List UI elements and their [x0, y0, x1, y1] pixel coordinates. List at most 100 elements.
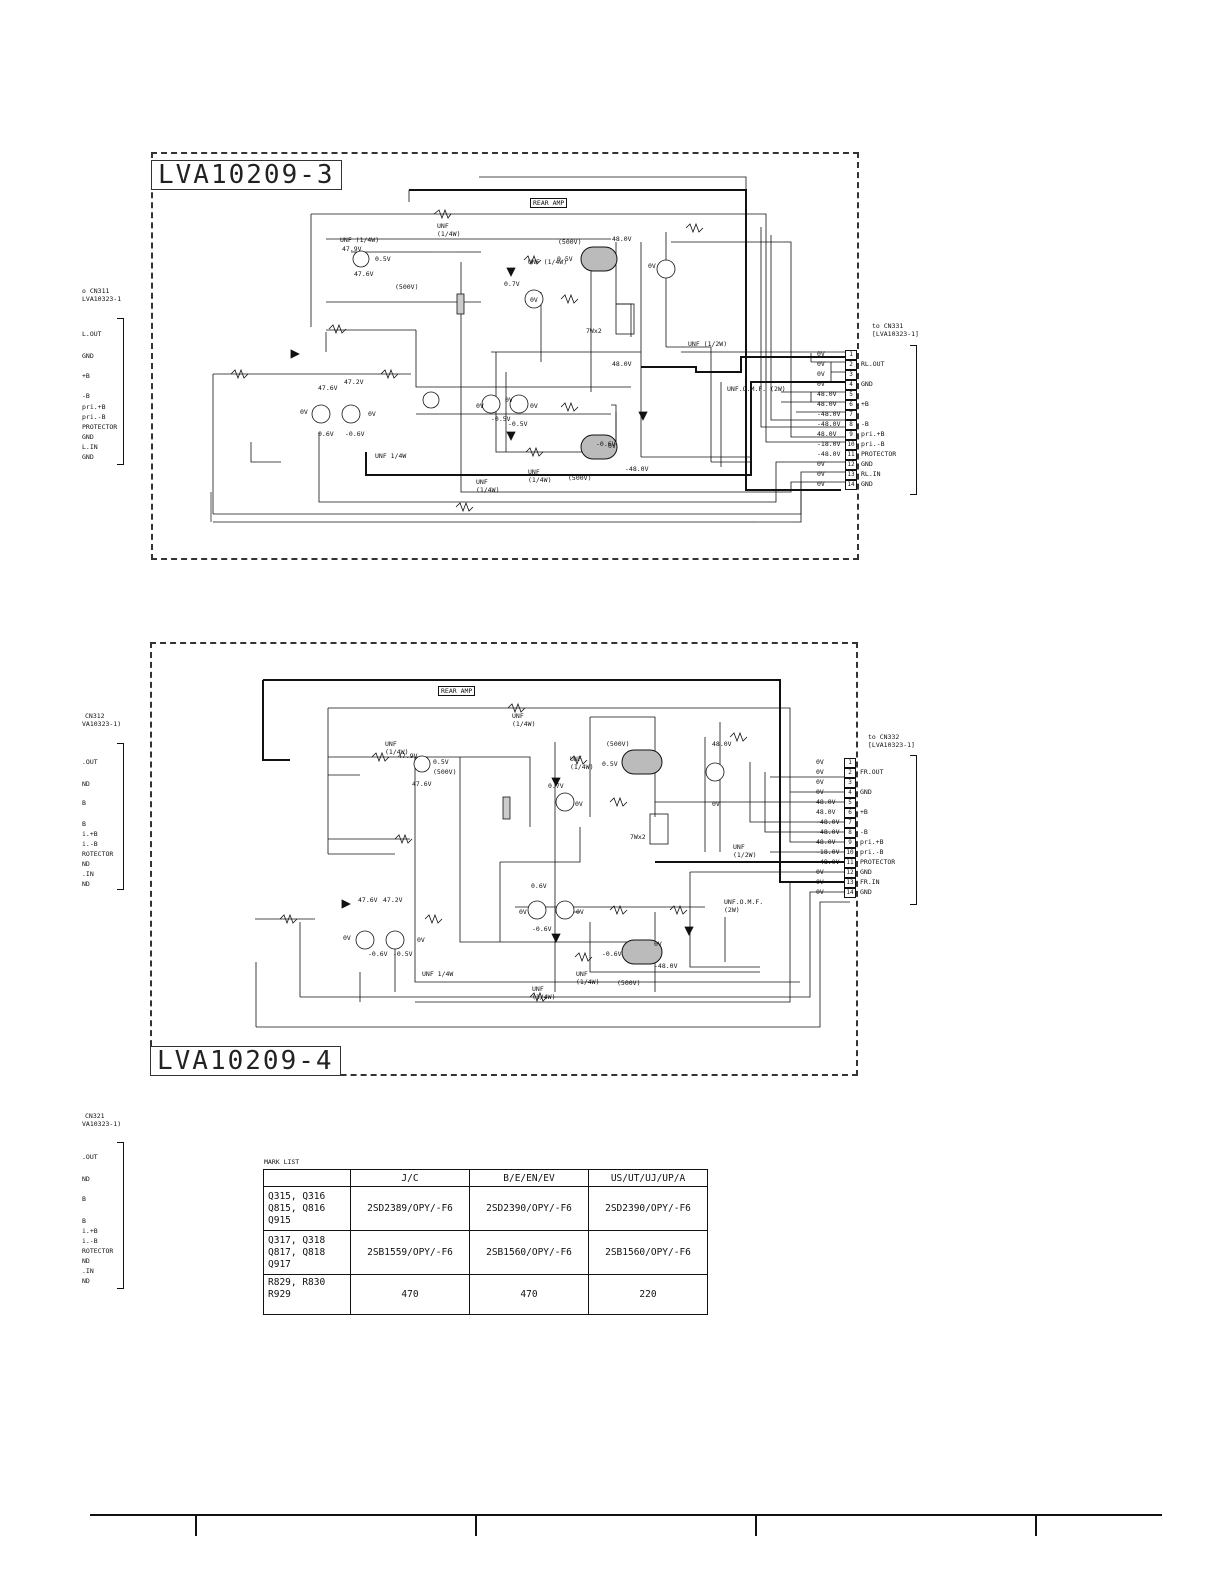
mark-value: 2SD2390/OPY/-F6 [469, 1186, 589, 1231]
top-annotation: (500V) [568, 474, 592, 482]
bottom-left-conn-brace [117, 743, 124, 890]
bottom-right-pin-voltage: 48.0V [816, 798, 836, 806]
bottom-right-pin-name: pri.-B [860, 848, 884, 856]
top-right-pin-name: RL.OUT [861, 360, 885, 368]
top-left-pin: -B [82, 392, 90, 400]
bottom-right-conn-board: [LVA10323-1] [868, 741, 915, 749]
top-right-pin-number: 7 [845, 410, 857, 420]
top-annotation: 7Wx2 [586, 327, 602, 335]
top-right-pin-voltage: -48.0V [817, 450, 841, 458]
top-annotation: 47.6V [318, 384, 338, 392]
mark-value: 2SD2390/OPY/-F6 [588, 1186, 708, 1231]
top-annotation: 0V [530, 402, 538, 410]
top-annotation: UNF 1/4W [375, 452, 407, 460]
third-pin: B [82, 1217, 86, 1225]
mark-parts: Q317, Q318 Q817, Q818 Q917 [263, 1230, 351, 1275]
third-pin: ROTECTOR [82, 1247, 114, 1255]
mark-header: B/E/EN/EV [469, 1169, 589, 1187]
bottom-right-pin-number: 7 [844, 818, 856, 828]
top-annotation: 48.0V [612, 235, 632, 243]
bottom-right-pin-voltage: 0V [816, 768, 824, 776]
top-annotation: 0V [476, 402, 484, 410]
top-annotation: 0V [368, 410, 376, 418]
bottom-right-pin-voltage: -48.0V [816, 858, 840, 866]
board-bottom-title: LVA10209-4 [150, 1046, 341, 1076]
bottom-right-pin-name: -B [860, 828, 868, 836]
top-annotation: 0.5V [557, 255, 573, 263]
top-right-pin-name: pri.-B [861, 440, 885, 448]
bottom-left-pin: ND [82, 860, 90, 868]
top-right-pin-number: 12 [845, 460, 857, 470]
top-annotation: 0.5V [375, 255, 391, 263]
mark-parts: R829, R830 R929 [263, 1274, 351, 1315]
top-right-pin-name: -B [861, 420, 869, 428]
top-right-pin-number: 5 [845, 390, 857, 400]
bottom-annotation: 0V [417, 936, 425, 944]
footer-divider [755, 1514, 757, 1536]
bottom-right-pin-voltage: -48.0V [816, 818, 840, 826]
bottom-left-conn-board: VA10323-1) [82, 720, 122, 728]
third-conn-brace [117, 1142, 124, 1289]
top-annotation: UNF (1/2W) [688, 340, 728, 348]
top-annotation: 0.6V [318, 430, 334, 438]
top-right-pin-voltage: -48.0V [817, 410, 841, 418]
top-right-pin-voltage: 0V [817, 460, 825, 468]
bottom-annotation: 0V [575, 800, 583, 808]
bottom-annotation: UNF 1/4W [422, 970, 454, 978]
top-right-pin-name: RL.IN [861, 470, 881, 478]
bottom-right-conn-brace [910, 755, 917, 905]
top-right-pin-voltage: 48.0V [817, 400, 837, 408]
top-right-pin-name: GND [861, 380, 873, 388]
top-right-pin-number: 4 [845, 380, 857, 390]
bottom-right-pin-number: 9 [844, 838, 856, 848]
table-row: R829, R830 R929 470 470 220 [263, 1274, 708, 1315]
mark-header: J/C [350, 1169, 470, 1187]
top-right-pin-number: 9 [845, 430, 857, 440]
board-top-schematic [210, 176, 851, 523]
top-left-pin: GND [82, 433, 94, 441]
top-annotation: 47.2V [344, 378, 364, 386]
third-pin: .IN [82, 1267, 94, 1275]
third-conn-ref: CN321 [85, 1112, 105, 1120]
third-pin: ND [82, 1257, 90, 1265]
table-row: Q315, Q316 Q815, Q816 Q915 2SD2389/OPY/-… [263, 1186, 708, 1231]
top-left-conn-ref: o CN311 [82, 287, 110, 295]
bottom-left-pin: i.+B [82, 830, 98, 838]
top-left-pin: L.OUT [82, 330, 102, 338]
bottom-right-pin-number: 13 [844, 878, 856, 888]
top-right-pin-number: 3 [845, 370, 857, 380]
top-annotation: 0V [648, 262, 656, 270]
bottom-annotation: 0.5V [433, 758, 449, 766]
bottom-annotation: 47.9V [398, 752, 418, 760]
top-annotation: 0V [608, 442, 616, 450]
top-annotation: 0.7V [504, 280, 520, 288]
footer-divider [195, 1514, 197, 1536]
bottom-right-pin-number: 3 [844, 778, 856, 788]
mark-parts: Q315, Q316 Q815, Q816 Q915 [263, 1186, 351, 1231]
top-annotation: 0V [300, 408, 308, 416]
bottom-annotation: (500V) [606, 740, 630, 748]
top-left-pin: GND [82, 453, 94, 461]
bottom-annotation: 0.5V [602, 760, 618, 768]
bottom-annotation: 47.6V [358, 896, 378, 904]
top-left-pin: L.IN [82, 443, 98, 451]
board-top-outline [151, 152, 859, 560]
bottom-annotation: 0.7V [548, 782, 564, 790]
bottom-right-pin-number: 4 [844, 788, 856, 798]
mark-value: 220 [588, 1274, 708, 1315]
top-left-pin: pri.-B [82, 413, 106, 421]
bottom-right-pin-name: FR.OUT [860, 768, 884, 776]
mark-value: 2SD2389/OPY/-F6 [350, 1186, 470, 1231]
top-right-pin-voltage: 0V [817, 350, 825, 358]
top-right-pin-voltage: 48.0V [817, 390, 837, 398]
bottom-annotation: 0V [576, 908, 584, 916]
bottom-annotation: UNF (1/4W) [512, 712, 536, 728]
bottom-right-pin-name: GND [860, 888, 872, 896]
top-right-pin-number: 11 [845, 450, 857, 460]
top-annotation: -0.6V [345, 430, 365, 438]
bottom-left-pin: .IN [82, 870, 94, 878]
bottom-right-pin-voltage: -18.0V [816, 848, 840, 856]
mark-value: 470 [350, 1274, 470, 1315]
top-annotation: -0.5V [491, 415, 511, 423]
top-right-pin-voltage: 0V [817, 360, 825, 368]
